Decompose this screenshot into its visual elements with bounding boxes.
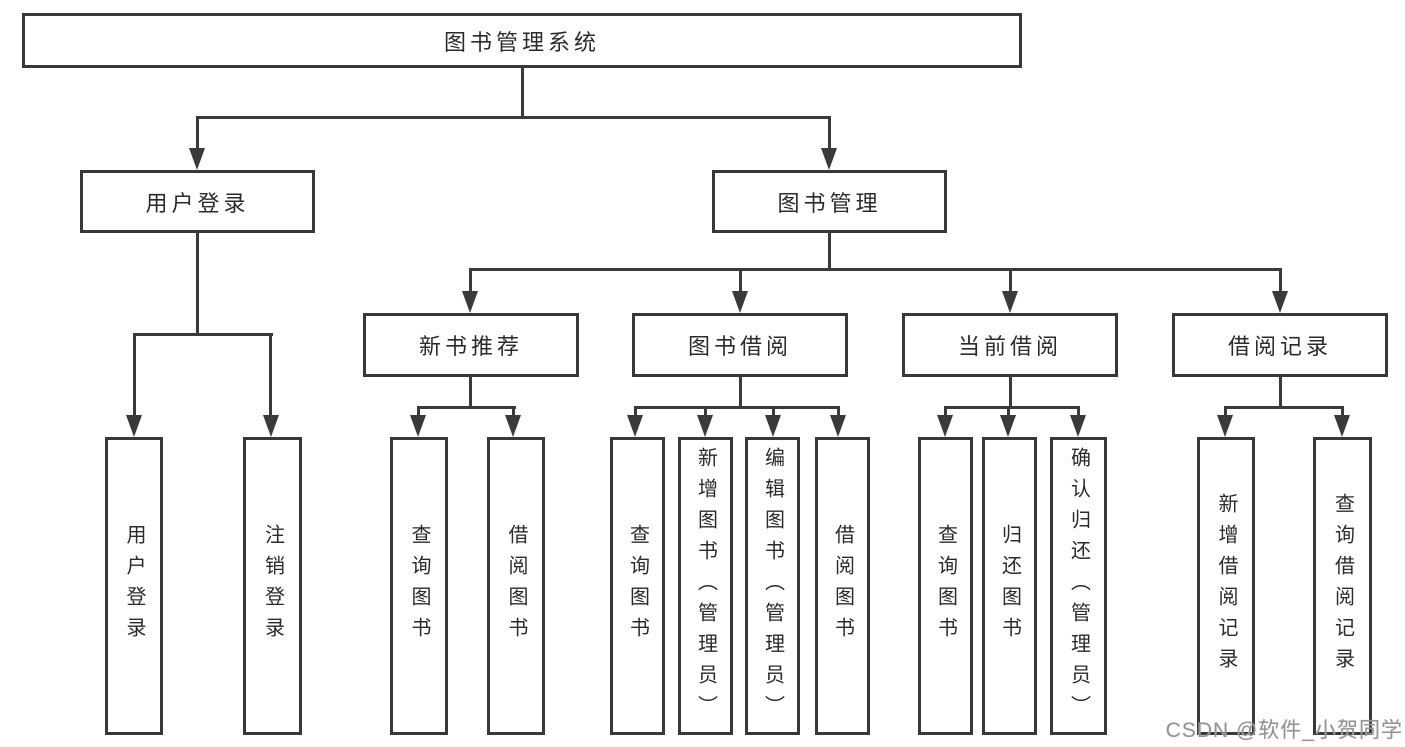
connector-vline (469, 377, 472, 409)
arrowhead-down (1217, 415, 1233, 437)
node-user-login: 用户登录 (80, 170, 315, 233)
connector-vline (469, 268, 472, 294)
connector-vline (1077, 406, 1080, 420)
arrowhead-down (697, 415, 713, 437)
leaf-borrowing-edit-books-admin: 编辑图书（管理员） (745, 437, 800, 735)
connector-vline (1279, 268, 1282, 294)
arrowhead-down (505, 415, 521, 437)
leaf-borrowing-edit-books-admin-label: 编辑图书（管理员） (761, 446, 784, 726)
connector-vline (196, 233, 199, 335)
leaf-records-add-borrow-record-label: 新增借阅记录 (1215, 493, 1237, 679)
leaf-borrowing-borrow-books-label: 借阅图书 (831, 524, 854, 648)
connector-vline (512, 406, 515, 420)
arrowhead-down (765, 415, 781, 437)
connector-hline (196, 116, 830, 119)
node-book-borrowing: 图书借阅 (632, 313, 848, 377)
leaf-user-login: 用户登录 (105, 437, 163, 735)
connector-hline (133, 333, 273, 336)
connector-vline (196, 116, 199, 150)
connector-vline (739, 377, 742, 409)
node-user-login-label: 用户登录 (145, 190, 250, 216)
arrowhead-down (1000, 415, 1016, 437)
watermark: CSDN @软件_小贺同学 (1165, 719, 1403, 742)
leaf-logout-label: 注销登录 (261, 524, 284, 648)
arrowhead-down (937, 415, 953, 437)
arrowhead-down (263, 415, 279, 437)
leaf-recommend-query-books: 查询图书 (390, 437, 448, 735)
connector-vline (1341, 406, 1344, 420)
connector-vline (704, 406, 707, 420)
leaf-records-query-borrow-record-label: 查询借阅记录 (1331, 493, 1354, 679)
arrowhead-down (462, 291, 478, 313)
arrowhead-down (410, 415, 426, 437)
leaf-borrowing-borrow-books: 借阅图书 (815, 437, 870, 735)
leaf-current-confirm-return-admin-label: 确认归还（管理员） (1067, 446, 1090, 726)
connector-vline (417, 406, 420, 420)
connector-vline (1009, 268, 1012, 294)
connector-vline (837, 406, 840, 420)
arrowhead-down (1002, 291, 1018, 313)
leaf-borrowing-add-books-admin-label: 新增图书（管理员） (694, 446, 717, 726)
connector-hline (1224, 406, 1344, 409)
node-borrow-records-label: 借阅记录 (1227, 334, 1332, 359)
leaf-borrowing-query-books-label: 查询图书 (626, 524, 649, 648)
arrowhead-down (126, 415, 142, 437)
connector-vline (1007, 406, 1010, 420)
leaf-borrowing-query-books: 查询图书 (610, 437, 665, 735)
leaf-records-query-borrow-record: 查询借阅记录 (1313, 437, 1372, 735)
connector-vline (634, 406, 637, 420)
connector-vline (133, 333, 136, 417)
leaf-logout: 注销登录 (243, 437, 302, 735)
leaf-current-return-books-label: 归还图书 (998, 524, 1021, 648)
node-current-borrowing-label: 当前借阅 (957, 334, 1062, 359)
node-book-management: 图书管理 (712, 170, 947, 233)
arrowhead-down (627, 415, 643, 437)
arrowhead-down (1334, 415, 1350, 437)
connector-vline (269, 333, 272, 417)
connector-vline (944, 406, 947, 420)
connector-vline (1009, 377, 1012, 409)
node-new-book-recommend: 新书推荐 (363, 313, 579, 377)
connector-vline (828, 116, 831, 150)
connector-hline (634, 406, 840, 409)
connector-hline (944, 406, 1080, 409)
connector-vline (772, 406, 775, 420)
node-root: 图书管理系统 (22, 13, 1022, 68)
leaf-current-query-books: 查询图书 (918, 437, 973, 735)
arrowhead-down (821, 148, 837, 170)
connector-vline (1279, 377, 1282, 409)
leaf-borrowing-add-books-admin: 新增图书（管理员） (678, 437, 733, 735)
leaf-user-login-label: 用户登录 (123, 524, 145, 648)
arrowhead-down (189, 148, 205, 170)
connector-vline (521, 67, 524, 118)
node-root-label: 图书管理系统 (443, 29, 600, 55)
node-new-book-recommend-label: 新书推荐 (418, 334, 523, 359)
leaf-current-return-books: 归还图书 (982, 437, 1037, 735)
leaf-current-confirm-return-admin: 确认归还（管理员） (1050, 437, 1107, 735)
node-book-management-label: 图书管理 (777, 190, 882, 216)
leaf-current-query-books-label: 查询图书 (934, 524, 957, 648)
connector-vline (1224, 406, 1227, 420)
leaf-recommend-query-books-label: 查询图书 (408, 524, 430, 648)
leaf-recommend-borrow-books: 借阅图书 (487, 437, 545, 735)
node-book-borrowing-label: 图书借阅 (687, 334, 792, 359)
arrowhead-down (1272, 291, 1288, 313)
connector-vline (828, 233, 831, 271)
leaf-records-add-borrow-record: 新增借阅记录 (1197, 437, 1255, 735)
node-current-borrowing: 当前借阅 (902, 313, 1118, 377)
connector-hline (417, 406, 516, 409)
connector-hline (469, 268, 1282, 271)
arrowhead-down (1070, 415, 1086, 437)
leaf-recommend-borrow-books-label: 借阅图书 (505, 524, 527, 648)
connector-vline (739, 268, 742, 294)
arrowhead-down (830, 415, 846, 437)
arrowhead-down (732, 291, 748, 313)
node-borrow-records: 借阅记录 (1172, 313, 1388, 377)
